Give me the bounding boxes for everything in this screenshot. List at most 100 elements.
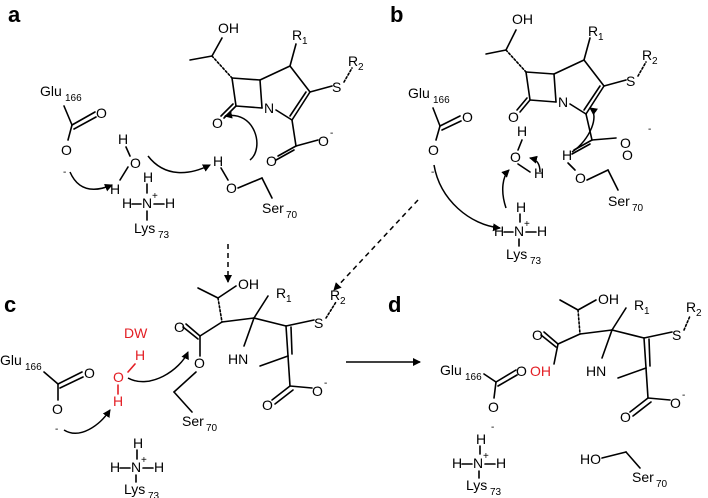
svg-text:70: 70	[656, 479, 668, 490]
svg-text:-: -	[330, 128, 333, 139]
svg-text:H: H	[476, 431, 486, 447]
svg-text:OH: OH	[218, 20, 239, 36]
glu-label-c: Glu	[0, 352, 22, 368]
svg-text:H: H	[143, 169, 153, 185]
svg-text:O: O	[620, 409, 631, 425]
svg-text:R: R	[330, 287, 340, 303]
svg-text:R: R	[634, 297, 644, 313]
svg-text:2: 2	[696, 308, 702, 319]
svg-text:N: N	[473, 455, 483, 471]
svg-text:H: H	[537, 223, 547, 239]
svg-text:N: N	[264, 100, 274, 116]
svg-text:O: O	[262, 397, 273, 413]
svg-text:H: H	[110, 459, 120, 475]
svg-text:O: O	[508, 109, 519, 125]
svg-text:70: 70	[206, 423, 218, 434]
svg-text:HN: HN	[228, 351, 248, 367]
panel-c: c Glu 166 O O - DW H O H H H N + H Lys 7…	[0, 276, 346, 498]
svg-text:Lys: Lys	[124, 481, 145, 497]
svg-text:1: 1	[302, 36, 308, 47]
svg-text:O: O	[130, 155, 141, 171]
svg-text:N: N	[514, 223, 524, 239]
svg-text:-: -	[648, 124, 651, 135]
svg-text:H: H	[213, 153, 223, 169]
svg-text:O: O	[532, 327, 543, 343]
svg-text:O: O	[212, 115, 223, 131]
svg-text:S: S	[672, 327, 681, 343]
svg-text:-: -	[491, 422, 494, 433]
svg-text:Ser: Ser	[262, 200, 284, 216]
svg-text:OH: OH	[598, 291, 619, 307]
svg-text:O: O	[510, 149, 521, 165]
svg-text:-: -	[682, 390, 685, 401]
svg-text:H: H	[165, 195, 175, 211]
svg-text:166: 166	[65, 93, 82, 104]
svg-text:H: H	[516, 199, 526, 215]
svg-text:Ser: Ser	[182, 413, 204, 429]
svg-text:H: H	[113, 393, 123, 409]
svg-text:O: O	[622, 147, 633, 163]
svg-text:OH: OH	[512, 11, 533, 27]
svg-text:73: 73	[158, 230, 170, 241]
svg-text:Lys: Lys	[134, 220, 155, 236]
svg-text:1: 1	[598, 32, 604, 43]
svg-text:+: +	[483, 451, 489, 462]
svg-text:O: O	[113, 369, 124, 385]
svg-text:166: 166	[25, 362, 42, 373]
panel-label-a: a	[8, 2, 21, 27]
svg-text:O: O	[312, 383, 323, 399]
svg-text:O: O	[96, 105, 107, 121]
svg-text:O: O	[428, 142, 439, 158]
svg-text:+: +	[524, 219, 530, 230]
svg-text:O: O	[52, 401, 63, 417]
svg-text:R: R	[276, 285, 286, 301]
svg-text:S: S	[626, 73, 635, 89]
glu-label-d: Glu	[440, 362, 462, 378]
svg-text:1: 1	[286, 294, 292, 305]
svg-text:H: H	[452, 455, 462, 471]
svg-text:H: H	[494, 223, 504, 239]
svg-text:-: -	[63, 167, 66, 178]
svg-text:73: 73	[490, 487, 502, 498]
svg-text:O: O	[488, 399, 499, 415]
svg-text:-: -	[55, 424, 58, 435]
svg-text:R: R	[686, 299, 696, 315]
svg-text:H: H	[110, 181, 120, 197]
panel-d: d Glu 166 O O - H H N + H Lys 73 HO Ser …	[388, 291, 702, 498]
svg-text:R: R	[588, 23, 598, 39]
svg-text:166: 166	[433, 95, 450, 106]
deacylating-water-label: DW	[124, 325, 148, 341]
svg-text:70: 70	[286, 210, 298, 221]
svg-text:-: -	[324, 378, 327, 389]
svg-text:O: O	[194, 355, 205, 371]
svg-text:166: 166	[465, 372, 482, 383]
svg-text:70: 70	[632, 203, 644, 214]
svg-text:H: H	[534, 165, 544, 181]
panel-a: a Glu 166 O O - H O H H O Ser 70 H H N	[8, 2, 364, 241]
svg-text:2: 2	[652, 56, 658, 67]
svg-text:N: N	[142, 195, 152, 211]
svg-text:R: R	[642, 47, 652, 63]
svg-text:O: O	[670, 395, 681, 411]
svg-text:+: +	[141, 455, 147, 466]
svg-text:73: 73	[148, 491, 160, 498]
panel-label-d: d	[388, 292, 401, 317]
svg-text:HN: HN	[586, 363, 606, 379]
svg-text:O: O	[174, 319, 185, 335]
svg-text:O: O	[575, 170, 586, 186]
svg-text:H: H	[496, 455, 506, 471]
svg-text:S: S	[332, 79, 341, 95]
svg-text:H: H	[118, 131, 128, 147]
svg-text:HO: HO	[580, 451, 601, 467]
svg-text:H: H	[154, 459, 164, 475]
svg-text:2: 2	[340, 296, 346, 307]
panel-label-b: b	[390, 2, 403, 27]
svg-text:O: O	[226, 180, 237, 196]
svg-text:1: 1	[644, 306, 650, 317]
svg-text:OH: OH	[530, 363, 551, 379]
svg-text:O: O	[516, 363, 527, 379]
svg-text:O: O	[620, 135, 631, 151]
svg-text:Lys: Lys	[466, 477, 487, 493]
svg-text:O: O	[84, 365, 95, 381]
